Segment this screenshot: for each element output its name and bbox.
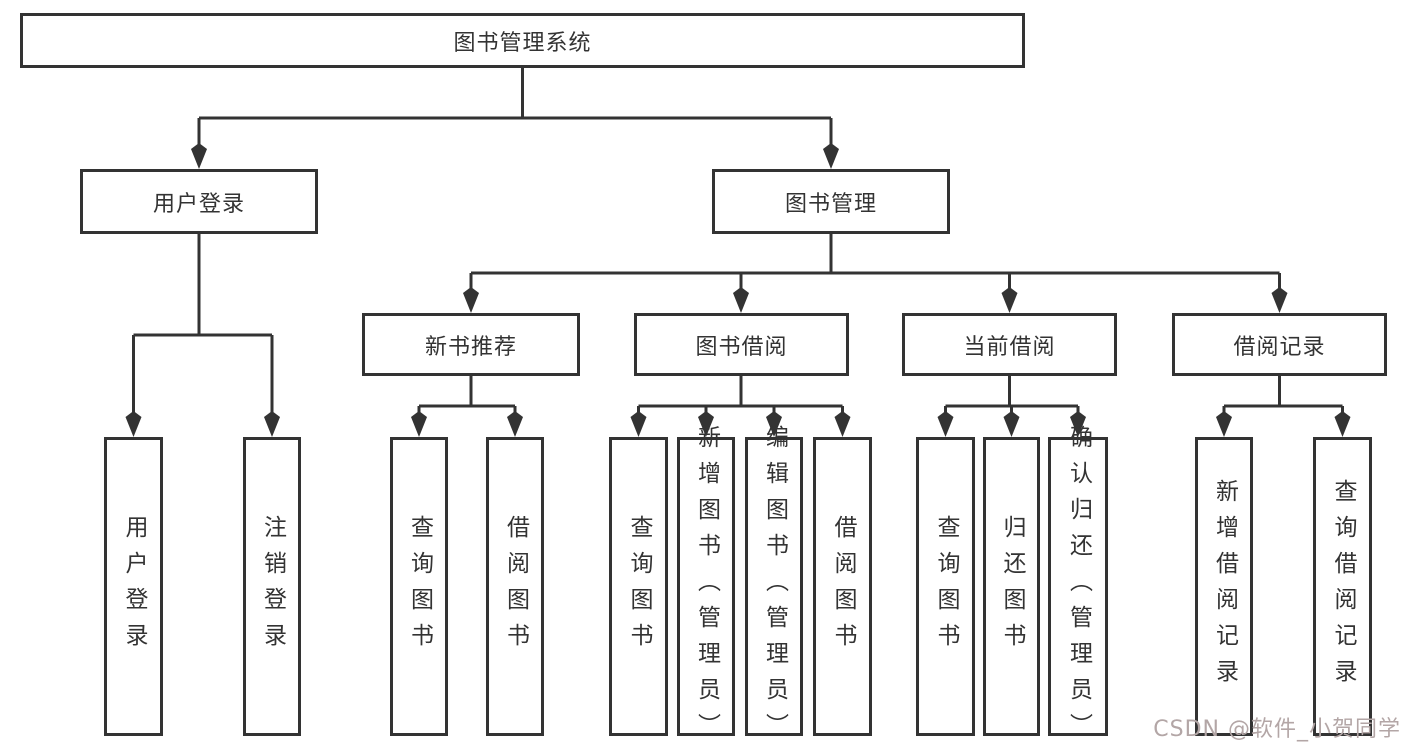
leaf-label: 查询图书 (406, 514, 433, 659)
connector-new-book-group (411, 376, 523, 437)
leaf-user-login: 用户登录 (104, 437, 163, 736)
leaf-label: 注销登录 (259, 514, 286, 659)
leaf-logout: 注销登录 (243, 437, 301, 736)
leaf-label: 编辑图书（管理员） (761, 424, 788, 747)
leaf-confirm-return-admin: 确认归还（管理员） (1048, 425, 1108, 747)
leaf-query-borrow-record: 查询借阅记录 (1313, 437, 1372, 736)
connector-borrow-records-group (1216, 376, 1351, 437)
node-new-book-recommend: 新书推荐 (362, 313, 580, 376)
leaf-edit-book-admin: 编辑图书（管理员） (745, 425, 803, 747)
connector-book-management-to-level3 (463, 234, 1288, 313)
connector-user-login-group (125, 234, 280, 437)
leaf-label: 借阅图书 (502, 514, 529, 659)
leaf-label: 查询借阅记录 (1330, 478, 1356, 695)
node-root: 图书管理系统 (20, 13, 1025, 68)
leaf-label: 确认归还（管理员） (1065, 424, 1092, 747)
leaf-label: 新增图书（管理员） (693, 424, 720, 747)
leaf-label: 归还图书 (999, 514, 1025, 659)
leaf-query-books-2: 查询图书 (609, 437, 668, 736)
connector-book-borrow-group (630, 376, 851, 437)
leaf-query-books-1: 查询图书 (390, 437, 448, 736)
leaf-label: 查询图书 (933, 514, 959, 659)
leaf-label: 新增借阅记录 (1211, 478, 1238, 695)
leaf-borrow-books-1: 借阅图书 (486, 437, 544, 736)
leaf-borrow-books-2: 借阅图书 (813, 437, 872, 736)
connector-root-to-level2 (191, 68, 839, 169)
watermark: CSDN @软件_小贺同学 (1153, 717, 1401, 742)
node-user-login: 用户登录 (80, 169, 318, 234)
node-current-borrow: 当前借阅 (902, 313, 1117, 376)
node-book-management: 图书管理 (712, 169, 950, 234)
node-book-borrow: 图书借阅 (634, 313, 849, 376)
leaf-add-book-admin: 新增图书（管理员） (677, 425, 735, 747)
leaf-label: 借阅图书 (830, 514, 856, 659)
leaf-label: 用户登录 (121, 514, 147, 659)
leaf-add-borrow-record: 新增借阅记录 (1195, 437, 1253, 736)
leaf-query-books-3: 查询图书 (916, 437, 975, 736)
leaf-return-book: 归还图书 (983, 437, 1040, 736)
connector-current-borrow-group (937, 376, 1086, 437)
leaf-label: 查询图书 (626, 514, 652, 659)
node-borrow-records: 借阅记录 (1172, 313, 1387, 376)
